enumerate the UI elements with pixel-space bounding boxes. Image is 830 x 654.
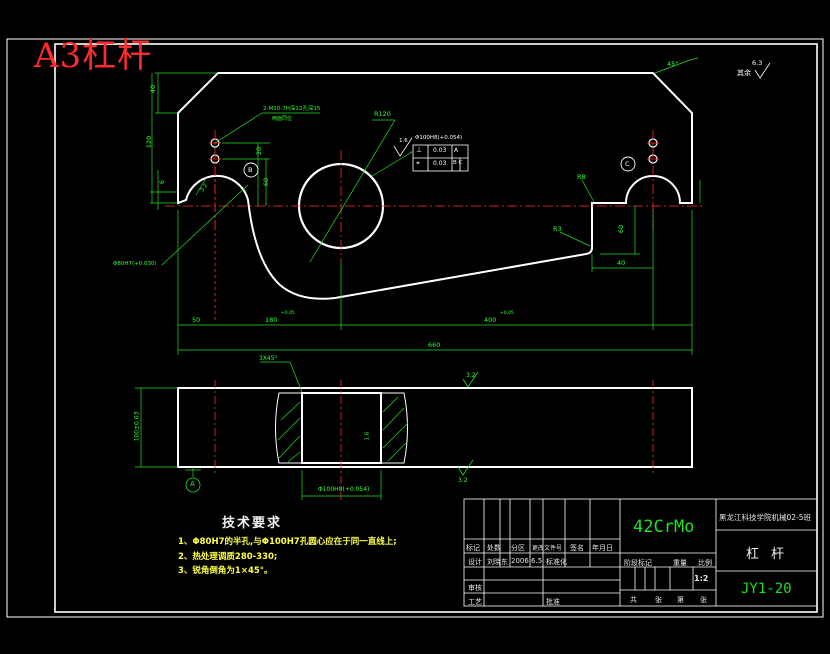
drawing-title: A3杠杆 — [34, 36, 153, 76]
dim-400: 400 — [484, 316, 497, 324]
outer-border — [6, 38, 824, 618]
datum-a-circle — [185, 477, 201, 493]
lever-outline — [177, 72, 693, 300]
dim-40-right: 40 — [617, 259, 626, 267]
side-view — [135, 361, 693, 500]
tb-sheet-total: 共 — [630, 596, 637, 604]
tech-item-1: 1、Φ80H7的半孔,与Φ100H7孔圆心应在于同一直线上; — [178, 537, 397, 547]
tb-approve: 批准 — [546, 598, 560, 606]
fcf-value-2: 0.03 — [433, 160, 447, 167]
tech-item-2: 2、热处理调质280-330; — [178, 552, 278, 562]
tb-sheet-total-unit: 张 — [655, 596, 662, 604]
side-view-hatching — [275, 392, 409, 464]
dim-20: 20 — [255, 146, 264, 156]
tb-process: 工艺 — [468, 598, 482, 606]
side-chamfer-label: 3X45° — [259, 355, 278, 362]
dimension-lines — [150, 57, 701, 355]
tb-row-label-zone: 分区 — [511, 544, 525, 552]
roughness-symbol-corner — [754, 62, 771, 79]
tb-row-label-date: 年月日 — [592, 544, 613, 552]
tb-stage-label: 阶段标记 — [624, 559, 652, 567]
datum-c-circle — [620, 156, 636, 172]
tb-row-label-change: 更改文件号 — [532, 545, 563, 552]
tb-sheet-current: 第 — [677, 596, 684, 604]
front-view — [150, 57, 771, 355]
center-lines — [165, 130, 705, 320]
hole-note: 2-M10-7H深12孔深15 — [263, 106, 321, 112]
roughness-symbol-side-top — [462, 371, 479, 388]
tb-scale: 1:2 — [694, 574, 709, 583]
side-roughness-bottom: 3.2 — [458, 477, 468, 484]
side-height-label: 100±0.03 — [133, 411, 141, 442]
inner-border — [54, 43, 818, 613]
fcf-datum-2: B C — [453, 160, 463, 166]
dim-60-right: 60 — [617, 224, 626, 234]
roughness-note: 其余 — [737, 69, 751, 77]
tb-designer-label: 设计 — [468, 558, 482, 566]
tb-school: 黑龙江科技学院机械02-5班 — [719, 513, 812, 522]
dim-180: 180 — [265, 316, 278, 324]
hole-note-2: 两面同位 — [272, 116, 293, 122]
tb-weight-label: 重量 — [673, 559, 687, 567]
tb-designer-name: 刘晓东 — [487, 558, 508, 566]
tb-scale-label: 比例 — [698, 559, 712, 567]
tb-review: 审核 — [468, 584, 482, 592]
roughness-value: 6.3 — [752, 59, 763, 67]
tb-standardization: 标准化 — [546, 558, 567, 566]
datum-c-label: C — [625, 160, 630, 168]
feature-control-frame — [412, 144, 469, 172]
dim-6: 6 — [158, 179, 167, 185]
dim-40: 40 — [149, 84, 158, 94]
tb-drawing-no: JY1-20 — [741, 581, 792, 597]
bore-label: Φ80H7(+0.030) — [113, 261, 157, 267]
dim-45deg: 45° — [667, 60, 679, 68]
tb-part-name: 杠杆 — [746, 547, 797, 562]
tb-row-label-sign: 签名 — [570, 544, 584, 552]
dim-60-left: 60 — [262, 177, 271, 187]
tol-400: +0.05 — [500, 311, 514, 316]
dim-120: 120 — [145, 135, 154, 149]
dim-660: 660 — [428, 341, 441, 349]
dim-r120: R120 — [374, 110, 391, 118]
side-width-label: Φ100H8(+0.054) — [318, 486, 370, 493]
datum-b-label: B — [248, 166, 253, 174]
roughness-symbol-side-bottom — [457, 459, 474, 476]
side-view-bore — [301, 392, 382, 464]
side-roughness-inner: 1.6 — [364, 431, 371, 441]
fcf-symbol-2: ⌖ — [416, 159, 420, 167]
roughness-symbol-top — [393, 137, 413, 157]
tech-requirements-title: 技术要求 — [222, 516, 283, 531]
tech-item-3: 3、锐角倒角为1×45°。 — [178, 566, 273, 576]
title-block-grid — [463, 498, 818, 607]
fcf-symbol-1: ⊥ — [416, 146, 423, 154]
side-view-outline — [177, 387, 693, 468]
tol-180: +0.05 — [281, 311, 295, 316]
dim-50: 50 — [192, 316, 201, 324]
dim-r8: R8 — [577, 173, 586, 181]
tb-row-label-count: 处数 — [487, 544, 501, 552]
tb-material: 42CrMo — [633, 517, 695, 537]
fcf-value-1: 0.03 — [433, 147, 447, 154]
side-roughness-top: 3.2 — [466, 372, 476, 379]
roughness-16: 1.6 — [399, 138, 408, 144]
dim-r3: R3 — [553, 225, 562, 233]
datum-a-label: A — [190, 480, 195, 488]
tb-sheet-current-unit: 张 — [700, 596, 707, 604]
tb-row-label-mark: 标记 — [466, 544, 480, 552]
center-bore-label: Φ100H8(+0.054) — [415, 135, 463, 141]
tb-designer-date: 2006.6.5 — [511, 557, 543, 565]
fcf-datum-1: A — [454, 147, 459, 154]
datum-b-circle — [243, 162, 259, 178]
